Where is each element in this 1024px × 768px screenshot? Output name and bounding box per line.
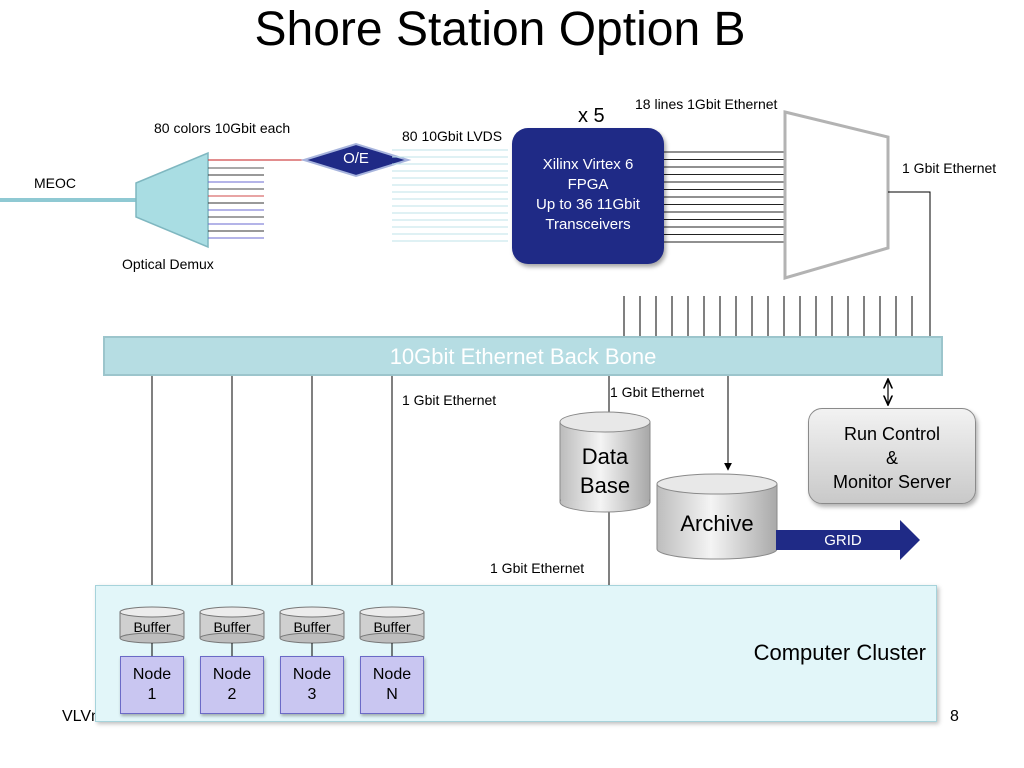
node-n: Node N bbox=[360, 656, 424, 714]
node-3: Node 3 bbox=[280, 656, 344, 714]
buffer-label-4: Buffer bbox=[373, 619, 411, 635]
ethernet-backbone: 10Gbit Ethernet Back Bone bbox=[103, 336, 943, 376]
buffer-cylinder-top bbox=[359, 606, 425, 618]
database-label: Data Base bbox=[560, 442, 650, 500]
colors-label: 80 colors 10Gbit each bbox=[154, 120, 291, 136]
demux-output-lines bbox=[208, 167, 264, 239]
x5-label: x 5 bbox=[578, 105, 605, 127]
grid-arrow-shape bbox=[776, 520, 920, 560]
buffer-cylinder-top bbox=[119, 606, 185, 618]
fpga-output-lines bbox=[664, 151, 785, 243]
node-2-line-1: Node bbox=[212, 666, 252, 683]
switch-uplink-line bbox=[888, 191, 931, 336]
eth-nodes-label: 1 Gbit Ethernet bbox=[402, 392, 497, 408]
optical-demux-label: Optical Demux bbox=[122, 256, 214, 272]
run-control-line-1: Run Control bbox=[843, 424, 941, 444]
page-number: 8 bbox=[950, 708, 959, 725]
buffer-label-2: Buffer bbox=[213, 619, 251, 635]
node-lines bbox=[151, 376, 393, 612]
lvds-lines bbox=[392, 149, 508, 242]
eth-db-label: 1 Gbit Ethernet bbox=[610, 384, 705, 400]
backbone-input-lines bbox=[623, 296, 913, 336]
computer-cluster-label: Computer Cluster bbox=[753, 640, 926, 665]
node-2: Node 2 bbox=[200, 656, 264, 714]
node-1-line-1: Node bbox=[132, 666, 172, 683]
database-line-1: Data bbox=[581, 444, 629, 469]
node-3-line-2: 3 bbox=[307, 686, 317, 703]
buffer-label-3: Buffer bbox=[293, 619, 331, 635]
fpga-line-1: Xilinx Virtex 6 bbox=[542, 156, 634, 173]
node-1-line-2: 1 bbox=[147, 686, 157, 703]
buffer-cylinder-top bbox=[279, 606, 345, 618]
fpga-line-2: FPGA bbox=[567, 176, 609, 193]
run-control-line-3: Monitor Server bbox=[832, 472, 952, 492]
fpga-block: Xilinx Virtex 6 FPGA Up to 36 11Gbit Tra… bbox=[512, 128, 664, 264]
meoc-label: MEOC bbox=[34, 175, 76, 191]
oe-label: O/E bbox=[343, 150, 369, 167]
oe-converter-shape bbox=[300, 142, 412, 178]
eth-18-lines-label: 18 lines 1Gbit Ethernet bbox=[635, 96, 778, 112]
grid-label: GRID bbox=[824, 532, 862, 549]
fpga-line-4: Transceivers bbox=[545, 216, 631, 233]
archive-cylinder bbox=[656, 473, 778, 560]
lvds-label: 80 10Gbit LVDS bbox=[402, 128, 503, 144]
archive-label: Archive bbox=[680, 511, 754, 536]
database-cylinder bbox=[559, 411, 651, 513]
node-n-line-2: N bbox=[386, 686, 398, 703]
buffer-label-1: Buffer bbox=[133, 619, 171, 635]
node-1: Node 1 bbox=[120, 656, 184, 714]
fpga-line-3: Up to 36 11Gbit bbox=[536, 196, 640, 213]
node-3-line-1: Node bbox=[292, 666, 332, 683]
optical-demux-shape bbox=[135, 151, 209, 249]
run-control-server: Run Control & Monitor Server bbox=[808, 408, 976, 504]
eth-cluster-label: 1 Gbit Ethernet bbox=[490, 560, 585, 576]
database-line-2: Base bbox=[579, 473, 631, 498]
switch-shape bbox=[783, 110, 890, 280]
slide-title: Shore Station Option B bbox=[254, 3, 746, 56]
run-control-line-2: & bbox=[885, 448, 898, 468]
node-2-line-2: 2 bbox=[227, 686, 237, 703]
eth-right-label: 1 Gbit Ethernet bbox=[902, 160, 997, 176]
node-n-line-1: Node bbox=[372, 666, 412, 683]
buffer-cylinder-top bbox=[199, 606, 265, 618]
